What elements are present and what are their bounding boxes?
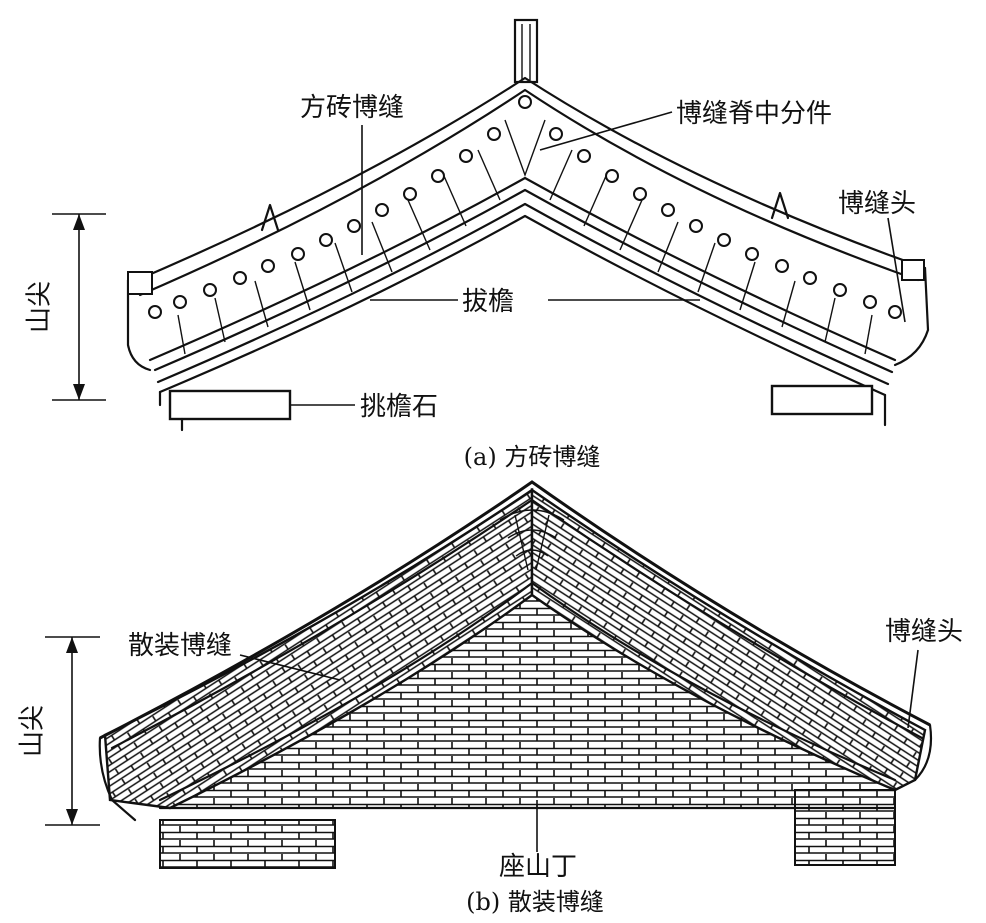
bofeng-head-right-b [913,723,933,782]
label-bofeng-jizhong-fenjian: 博缝脊中分件 [676,99,832,129]
shan-jian-dimension-a [52,213,106,401]
label-tiao-yan-shi: 挑檐石 [360,392,438,422]
bofeng-head-left [126,278,152,372]
label-bofeng-tou-a: 博缝头 [838,189,916,219]
label-shan-jian-a: 山尖 [25,281,55,333]
bofeng-brick-joints-right [549,149,873,355]
label-fangzhuan-bofeng: 方砖博缝 [300,93,404,123]
bofeng-lower-edge [148,176,897,362]
figure-b-scattered-brick-bofeng: 山尖 散装博缝 博缝头 座山丁 (b) 散装博缝 [18,480,963,916]
label-bofeng-tou-b: 博缝头 [885,617,963,647]
figure-a-square-brick-bofeng: 山尖 方砖博缝 博缝脊中分件 博缝头 拔檐 挑檐石 (a) 方砖博缝 [25,18,930,471]
caption-b: (b) 散装博缝 [466,888,604,916]
apex-fan-bricks [499,505,565,575]
outer-coping-line [128,76,927,285]
label-shan-jian-b: 山尖 [18,705,48,757]
ridge-post [513,18,539,84]
ba-yan-band [153,188,894,374]
tiao-yan-shi-right [770,384,874,416]
bofeng-nail-heads [148,95,902,319]
bofeng-brick-joints-left [177,149,501,355]
label-ba-yan: 拔檐 [462,287,514,317]
bofeng-head-right [893,266,930,367]
label-zuo-shan-ding: 座山丁 [499,852,577,882]
wall-left-lower [159,819,336,869]
ridge-center-piece [504,119,546,178]
caption-a: (a) 方砖博缝 [464,443,601,471]
label-sanzhuang-bofeng: 散装博缝 [128,631,232,661]
roof-ridge-ornaments [260,191,790,232]
wall-right-lower [794,789,896,866]
tiao-yan-shi-left [168,389,292,421]
shan-jian-dimension-b [45,636,100,826]
bofeng-head-left-b [98,736,137,822]
